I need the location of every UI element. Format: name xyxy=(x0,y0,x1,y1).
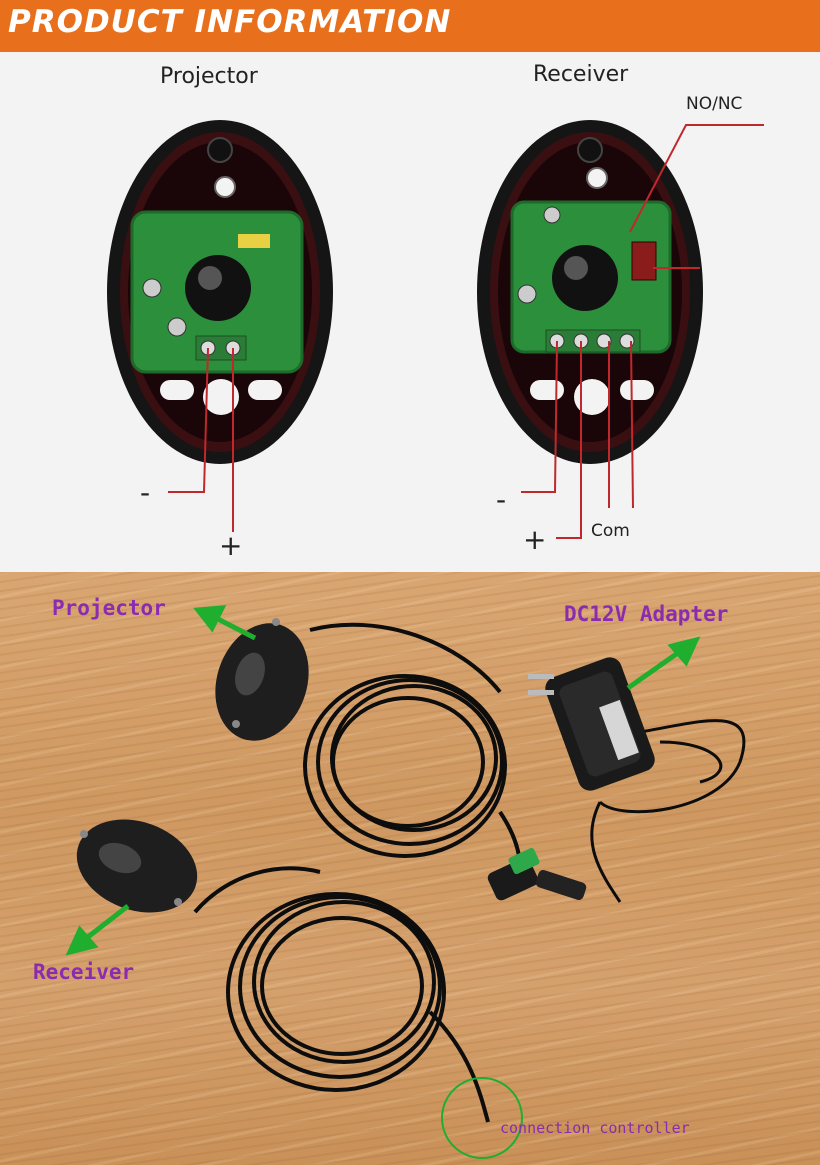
projector-plus-label: + xyxy=(219,529,243,562)
dc12v-adapter xyxy=(528,657,655,791)
no-nc-label: NO/NC xyxy=(686,94,743,114)
projector-title: Projector xyxy=(160,64,258,89)
arrows xyxy=(65,605,701,956)
dc-plug xyxy=(535,870,587,900)
projector-sensor xyxy=(215,618,309,741)
photo-adapter-label: DC12V Adapter xyxy=(564,602,729,626)
projector-cable-coil xyxy=(303,622,522,869)
header-banner: PRODUCT INFORMATION xyxy=(0,0,820,52)
receiver-plus-label: + xyxy=(523,523,547,556)
receiver-sensor xyxy=(76,819,198,913)
receiver-minus-label: - xyxy=(496,483,507,516)
connection-circle xyxy=(441,1077,523,1159)
projector-wires xyxy=(168,347,234,532)
connection-controller-label: connection controller xyxy=(500,1119,690,1137)
adapter-cable xyxy=(590,719,746,903)
product-photo xyxy=(65,605,746,1159)
receiver-wires xyxy=(521,124,764,539)
receiver-device xyxy=(477,120,703,464)
photo-receiver-label: Receiver xyxy=(33,960,135,984)
wiring-diagram xyxy=(107,120,764,539)
receiver-title: Receiver xyxy=(533,62,629,87)
projector-minus-label: - xyxy=(140,476,151,509)
header-title: PRODUCT INFORMATION xyxy=(8,4,452,40)
green-terminal xyxy=(508,847,540,875)
com-label: Com xyxy=(591,521,630,541)
product-photo-panel: Projector DC12V Adapter Receiver connect… xyxy=(0,572,820,1165)
photo-projector-label: Projector xyxy=(52,596,166,620)
wiring-diagram-panel: Projector Receiver NO/NC - + - + Com xyxy=(0,52,820,572)
receiver-cable-coil xyxy=(193,866,490,1123)
projector-device xyxy=(107,120,333,464)
